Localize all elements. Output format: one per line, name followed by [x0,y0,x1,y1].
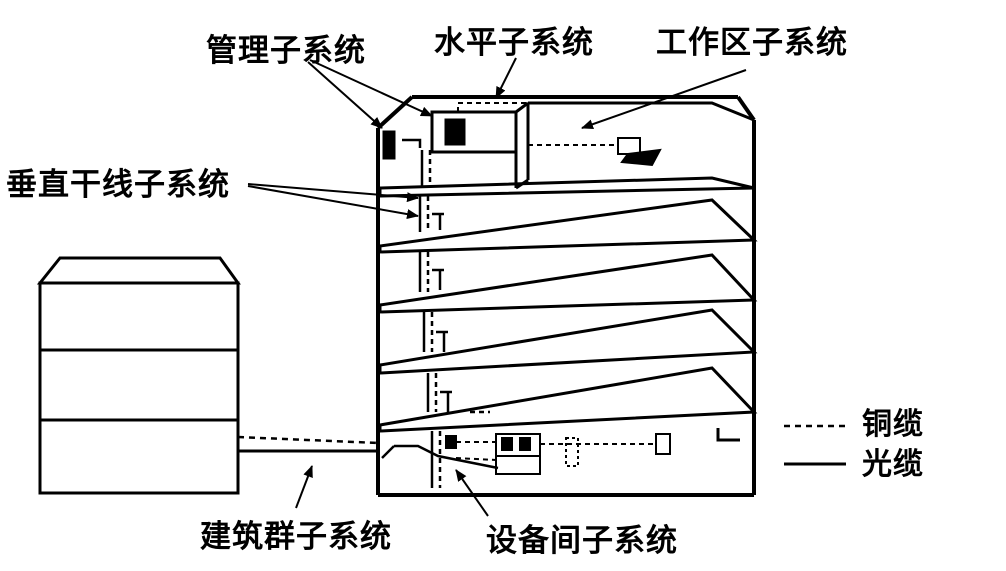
main-building [376,95,756,497]
floor-slab [378,366,758,433]
floor-slab [378,198,758,254]
small-building [36,256,241,495]
arrow-vertical [247,183,419,203]
equipment-room [381,428,740,475]
floor-slabs [378,176,758,433]
main-building-roof-edge [736,95,756,122]
label-management-subsystem: 管理子系统 [206,33,366,69]
label-vertical-backbone-subsystem: 垂直干线子系统 [6,167,230,203]
equipment-rack [565,437,579,467]
floor-slab [378,253,758,314]
small-building-body [38,281,240,495]
copper-cable [457,102,528,112]
equipment-box [445,435,457,449]
arrow-vertical [247,185,419,220]
legend-copper-label: 铜缆 [862,407,924,442]
label-equipment-room-subsystem: 设备间子系统 [486,523,678,559]
label-campus-subsystem: 建筑群子系统 [200,519,392,555]
label-work-area-subsystem: 工作区子系统 [656,25,848,61]
cabinet-module [501,437,513,451]
label-arrows [247,57,747,517]
cabinet-module [519,437,531,451]
floor-slab [378,308,758,375]
legend [784,424,846,466]
management-rack [430,110,518,154]
arrow-work-area [581,69,747,130]
legend-fiber-label: 光缆 [862,447,924,482]
fiber-cable [381,445,395,459]
partition-wall [515,101,529,114]
vertical-backbone [402,138,490,488]
patch-panel [444,118,466,146]
floor-slab [378,176,755,198]
arrow-horizontal [495,57,517,99]
horizontal-cable [457,102,639,151]
top-floor-ceiling [528,101,755,122]
fiber-cable [402,138,422,148]
room-wall [716,428,740,442]
arrow-management [309,59,433,117]
wall-outlet [382,130,396,160]
main-building-roof-edge [376,95,414,130]
workstation-icon [617,137,662,167]
copper-cable [455,457,497,461]
partition-wall [515,178,529,190]
campus-cabling [237,435,379,453]
arrow-management [307,61,383,129]
arrow-campus [295,465,313,509]
label-horizontal-subsystem: 水平子系统 [434,25,594,61]
copper-cable [237,435,379,445]
monitor [617,137,641,155]
small-building-roof [36,256,241,285]
top-floor-interior [382,101,755,190]
equipment-unit [655,433,671,455]
fiber-cable [394,444,499,470]
arrow-equipment-room [455,469,489,517]
keyboard [620,148,662,167]
